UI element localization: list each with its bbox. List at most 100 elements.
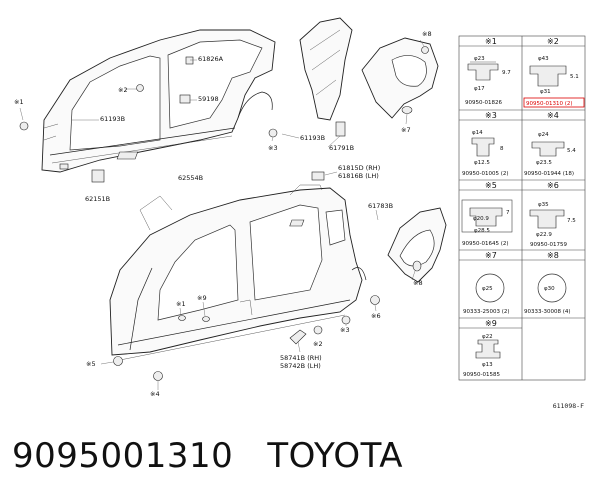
callout-61815D: 61815D (RH) xyxy=(338,164,380,172)
caption: 9095001310 TOYOTA xyxy=(12,436,403,476)
table-cell-1: ※1 φ23 9.7 φ17 90950-01826 xyxy=(465,37,511,106)
cell-mark: ※7 xyxy=(485,251,497,260)
table-cell-5: ※5 φ20.9 7 φ28.5 90950-01645 (2) xyxy=(461,181,513,247)
callout-mark-6: ※6 xyxy=(371,312,381,320)
cell-mark: ※4 xyxy=(547,111,559,120)
cell-part-number: 90950-01944 (18) xyxy=(524,171,574,177)
wheel-arch-outer xyxy=(387,207,447,283)
cell-dim: φ14 xyxy=(472,130,483,136)
cell-dim: φ22.9 xyxy=(536,232,552,238)
cell-mark: ※8 xyxy=(547,251,559,260)
callout-mark-2-lower: ※2 xyxy=(313,340,323,348)
callout-mark-3: ※3 xyxy=(268,144,278,152)
side-member-body xyxy=(109,184,367,361)
plug-icon xyxy=(113,356,123,366)
callout-62554B: 62554B xyxy=(178,174,203,182)
cell-dim: φ23.5 xyxy=(536,160,552,166)
grommet-icon xyxy=(202,316,210,322)
cell-mark: ※5 xyxy=(485,181,497,190)
callout-61791B: 61791B xyxy=(329,144,354,152)
callout-61826A: 61826A xyxy=(198,55,224,63)
callout-61816B: 61816B (LH) xyxy=(338,172,379,180)
insulator-icon xyxy=(311,171,325,181)
cell-dim: φ35 xyxy=(538,202,549,208)
cell-part-number: 90333-30008 (4) xyxy=(524,309,571,315)
table-cell-3: ※3 φ14 8 φ12.5 90950-01005 (2) xyxy=(462,111,509,177)
cell-mark: ※2 xyxy=(547,37,559,46)
highlight-box xyxy=(523,97,585,108)
cell-dim: φ43 xyxy=(538,56,549,62)
callout-59198: 59198 xyxy=(198,95,219,103)
clip-icon xyxy=(179,94,191,104)
callout-58741B: 58741B (RH) xyxy=(280,354,322,362)
cell-dim: φ23 xyxy=(474,56,485,62)
cell-dim: φ30 xyxy=(544,286,555,292)
cell-dim: φ20.9 xyxy=(473,216,489,222)
cell-dim: 9.7 xyxy=(502,70,511,76)
callout-mark-1: ※1 xyxy=(14,98,24,106)
parts-diagram: 61826A 59198 61193B 61193B 62554B 62151B… xyxy=(14,17,586,398)
callout-mark-1-lower: ※1 xyxy=(176,300,186,308)
callout-mark-2: ※2 xyxy=(118,86,128,94)
cell-part-number: 90950-01759 xyxy=(530,242,567,248)
grommet-icon xyxy=(19,121,29,131)
cell-dim: 5.4 xyxy=(567,148,576,154)
cell-dim: φ25 xyxy=(482,286,493,292)
callout-62151B: 62151B xyxy=(85,195,110,203)
cell-mark: ※6 xyxy=(547,181,559,190)
grommet-icon xyxy=(178,315,186,321)
plug-icon xyxy=(153,371,163,381)
callout-mark-7: ※7 xyxy=(401,126,411,134)
cell-part-number-highlighted: 90950-01310 (2) xyxy=(526,101,573,107)
cell-part-number: 90333-25003 (2) xyxy=(463,309,510,315)
callout-mark-3-lower: ※3 xyxy=(340,326,350,334)
cell-dim: φ13 xyxy=(482,362,493,368)
cell-dim: 5.1 xyxy=(570,74,579,80)
callout-61193B: 61193B xyxy=(100,115,125,123)
caption-part-number: 9095001310 xyxy=(12,436,234,476)
cell-dim: 7 xyxy=(506,210,510,216)
cell-dim: φ28.5 xyxy=(474,228,490,234)
callout-61783B: 61783B xyxy=(368,202,393,210)
cell-dim: φ17 xyxy=(474,86,485,92)
pillar-reinforcement xyxy=(268,17,353,138)
grommet-icon xyxy=(136,84,144,92)
cell-dim: φ12.5 xyxy=(474,160,490,166)
cell-mark: ※1 xyxy=(485,37,497,46)
figure-reference: 611098-F xyxy=(552,402,584,410)
cell-dim: φ22 xyxy=(482,334,493,340)
table-cell-9: ※9 φ22 φ13 90950-01585 xyxy=(463,319,500,378)
callout-mark-4: ※4 xyxy=(150,390,160,398)
callout-mark-5: ※5 xyxy=(86,360,96,368)
callout-mark-9: ※9 xyxy=(197,294,207,302)
cell-mark: ※9 xyxy=(485,319,497,328)
table-cell-7: ※7 φ25 90333-25003 (2) xyxy=(463,251,510,315)
table-cell-4: ※4 φ24 5.4 φ23.5 90950-01944 (18) xyxy=(524,111,576,177)
cell-part-number: 90950-01005 (2) xyxy=(462,171,509,177)
cell-dim: 7.5 xyxy=(567,218,576,224)
cell-part-number: 90950-01585 xyxy=(463,372,500,378)
seal-icon xyxy=(289,329,307,345)
callout-mark-8: ※8 xyxy=(422,30,432,38)
cell-mark: ※3 xyxy=(485,111,497,120)
cell-part-number: 90950-01826 xyxy=(465,100,502,106)
table-cell-2: ※2 φ43 5.1 φ31 90950-01310 (2) xyxy=(523,37,585,108)
cell-dim: φ24 xyxy=(538,132,549,138)
reference-table xyxy=(458,35,586,381)
plug-icon xyxy=(370,295,380,305)
outer-side-panel xyxy=(41,29,276,173)
callout-61193B-2: 61193B xyxy=(300,134,325,142)
clip-icon xyxy=(185,56,194,65)
caption-brand: TOYOTA xyxy=(267,436,404,476)
wheel-house-inner xyxy=(361,37,439,119)
cell-dim: φ31 xyxy=(540,89,551,95)
callout-mark-8-lower: ※8 xyxy=(413,279,423,287)
cell-part-number: 90950-01645 (2) xyxy=(462,241,509,247)
cell-dim: 8 xyxy=(500,146,504,152)
table-cell-8: ※8 φ30 90333-30008 (4) xyxy=(524,251,571,315)
pad-icon xyxy=(91,169,105,183)
pad-icon xyxy=(289,219,305,227)
callout-58742B: 58742B (LH) xyxy=(280,362,321,370)
pad-icon xyxy=(116,151,139,160)
plug-icon xyxy=(313,325,323,335)
